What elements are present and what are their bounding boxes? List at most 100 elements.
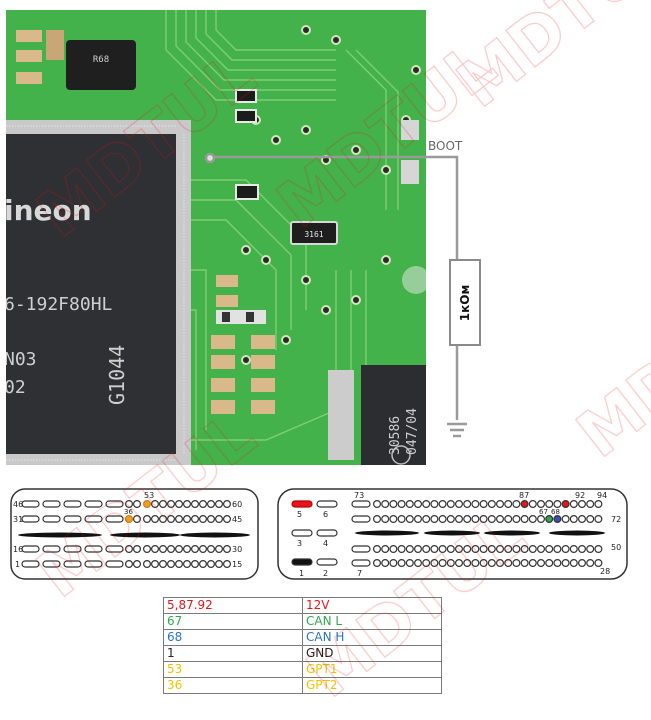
connector-pin xyxy=(545,500,554,509)
pin-label-46: 46 xyxy=(13,500,23,509)
pin-label-6: 6 xyxy=(323,510,328,519)
connector-pin xyxy=(578,558,587,567)
connector-pin xyxy=(479,515,488,524)
connector-pin xyxy=(496,515,505,524)
connector-pin xyxy=(487,500,496,509)
connector-pin xyxy=(463,500,472,509)
connector-pin xyxy=(422,558,431,567)
legend-pins: 53 xyxy=(163,661,303,678)
connector-pin xyxy=(512,544,521,553)
connector-pin xyxy=(389,515,398,524)
pin-label-7: 7 xyxy=(357,569,362,578)
bosch-chip-line2: 047/04 xyxy=(405,408,420,455)
connector-pin xyxy=(455,515,464,524)
connector-pin xyxy=(537,558,546,567)
connector-pin xyxy=(381,558,390,567)
connector-pin xyxy=(578,544,587,553)
connector-pin xyxy=(553,500,562,509)
connector-pin xyxy=(405,515,414,524)
connector-pin xyxy=(512,558,521,567)
resistor-marking: 3161 xyxy=(304,230,323,239)
connector-pin xyxy=(422,500,431,509)
connector-pin xyxy=(389,544,398,553)
connector-pin xyxy=(528,544,537,553)
resistor-label: 1кОм xyxy=(458,285,472,322)
connector-pin xyxy=(594,515,603,524)
legend-signal: GND xyxy=(302,645,442,662)
connector-pin xyxy=(455,500,464,509)
connector-pin xyxy=(487,544,496,553)
connector-pin xyxy=(372,544,381,553)
connector-pin xyxy=(471,544,480,553)
connector-pin xyxy=(569,544,578,553)
connector-pin xyxy=(381,500,390,509)
left-connector: 46 60 31 45 16 30 1 15 53 36 xyxy=(10,488,259,580)
boot-label: BOOT xyxy=(428,139,463,153)
connector-pin xyxy=(578,500,587,509)
connector-pin xyxy=(504,500,513,509)
connector-pin xyxy=(594,500,603,509)
inductor-marking: R68 xyxy=(93,55,109,65)
connector-pin xyxy=(414,558,423,567)
connector-pin xyxy=(389,558,398,567)
legend-signal: CAN H xyxy=(302,629,442,646)
connector-pin xyxy=(487,558,496,567)
connector-pin xyxy=(545,558,554,567)
legend-signal: GPT2 xyxy=(302,677,442,694)
legend-pins: 68 xyxy=(163,629,303,646)
pin-label-36: 36 xyxy=(124,508,133,516)
connector-pin xyxy=(405,544,414,553)
connector-pin xyxy=(487,515,496,524)
connector-pin xyxy=(479,558,488,567)
connector-pin xyxy=(381,544,390,553)
pin-label-45: 45 xyxy=(232,515,242,524)
pin-label-68: 68 xyxy=(551,508,560,516)
pin-label-2: 2 xyxy=(323,569,328,578)
connector-pin xyxy=(561,544,570,553)
connector-pin xyxy=(430,558,439,567)
connector-pin xyxy=(397,500,406,509)
connector-pin xyxy=(512,515,521,524)
connector-pin xyxy=(397,544,406,553)
connector-pin xyxy=(520,515,529,524)
connector-pin xyxy=(471,500,480,509)
connector-pin xyxy=(438,558,447,567)
connector-pin xyxy=(504,544,513,553)
pin-label-53: 53 xyxy=(144,491,154,500)
pin-label-5: 5 xyxy=(297,510,302,519)
legend-signal: GPT1 xyxy=(302,661,442,678)
connector-pin xyxy=(512,500,521,509)
connector-pin xyxy=(553,515,562,524)
connector-pin xyxy=(430,544,439,553)
connector-pin xyxy=(389,500,398,509)
connector-pin xyxy=(471,558,480,567)
chip-line3: N03 xyxy=(6,349,37,370)
connector-pin xyxy=(397,515,406,524)
connector-pin xyxy=(561,558,570,567)
pin-label-15: 15 xyxy=(232,560,242,569)
connector-pin xyxy=(586,515,595,524)
connector-pin xyxy=(520,500,529,509)
connector-pin xyxy=(496,544,505,553)
pin-label-4: 4 xyxy=(323,539,328,548)
bosch-chip-line1: 30586 xyxy=(388,416,403,455)
legend-pins: 1 xyxy=(163,645,303,662)
connector-pin xyxy=(405,500,414,509)
pin-label-72: 72 xyxy=(611,515,621,524)
connector-pin xyxy=(520,558,529,567)
connector-pin xyxy=(430,500,439,509)
connector-pin xyxy=(446,558,455,567)
pin-label-92: 92 xyxy=(575,491,585,500)
connector-pin xyxy=(463,558,472,567)
connector-pin xyxy=(438,515,447,524)
connector-pin xyxy=(496,558,505,567)
connector-pin xyxy=(553,558,562,567)
legend-pins: 5,87.92 xyxy=(163,597,303,614)
connector-pin xyxy=(381,515,390,524)
chip-code: G1044 xyxy=(105,345,129,405)
pin-label-87: 87 xyxy=(519,491,529,500)
connector-pin xyxy=(569,558,578,567)
connector-pin xyxy=(586,558,595,567)
